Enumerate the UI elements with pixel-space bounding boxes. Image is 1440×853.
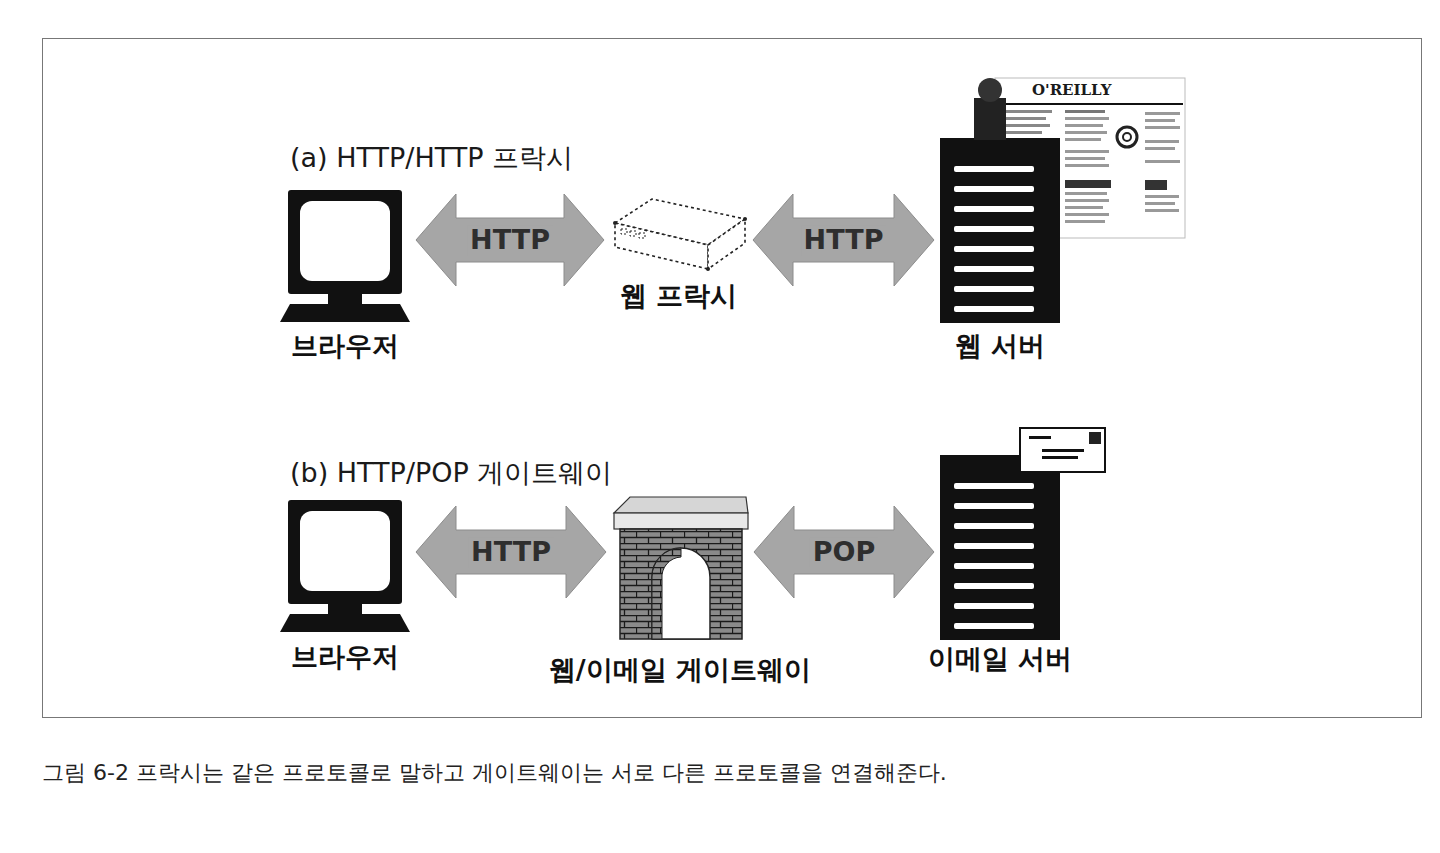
figure-caption: 그림 6-2 프락시는 같은 프로토콜로 말하고 게이트웨이는 서로 다른 프로… [42,760,947,786]
monitor-icon [280,500,410,632]
panel-label: (a) HTTP/HTTP 프락시 [290,142,573,174]
protocol-label: HTTP [801,225,887,255]
block-arrow [753,194,934,286]
panel-label: (b) HTTP/POP 게이트웨이 [290,457,612,489]
browser-node: 브라우저 [280,500,410,635]
logo-text: O'REILLY [1032,81,1111,99]
protocol-label: POP [810,537,879,567]
proxy-box-icon [613,199,747,271]
web-server-node: 웹 서버 [940,138,1060,325]
gateway-arch-icon [614,497,748,639]
proxy-node: 웹 프락시 [610,195,747,275]
browser-node: 브라우저 [280,190,410,325]
gateway-node: 웹/이메일 게이트웨이 [612,495,748,640]
server-icon [940,455,1060,640]
mail-server-node: 이메일 서버 [940,455,1060,640]
server-icon [940,138,1060,323]
block-arrow [416,194,604,286]
logo-figure [974,78,1006,140]
node-name: 웹/이메일 게이트웨이 [549,654,811,686]
figure-frame [43,39,1422,718]
node-name: 웹 프락시 [620,280,737,312]
node-name: 이메일 서버 [928,643,1072,675]
node-name: 웹 서버 [955,330,1045,362]
monitor-icon [280,190,410,322]
block-arrow [754,506,934,598]
node-name: 브라우저 [291,641,399,673]
envelope-icon [1020,428,1105,472]
block-arrow [416,506,606,598]
protocol-label: HTTP [467,225,553,255]
protocol-label: HTTP [468,537,554,567]
node-name: 브라우저 [291,330,399,362]
